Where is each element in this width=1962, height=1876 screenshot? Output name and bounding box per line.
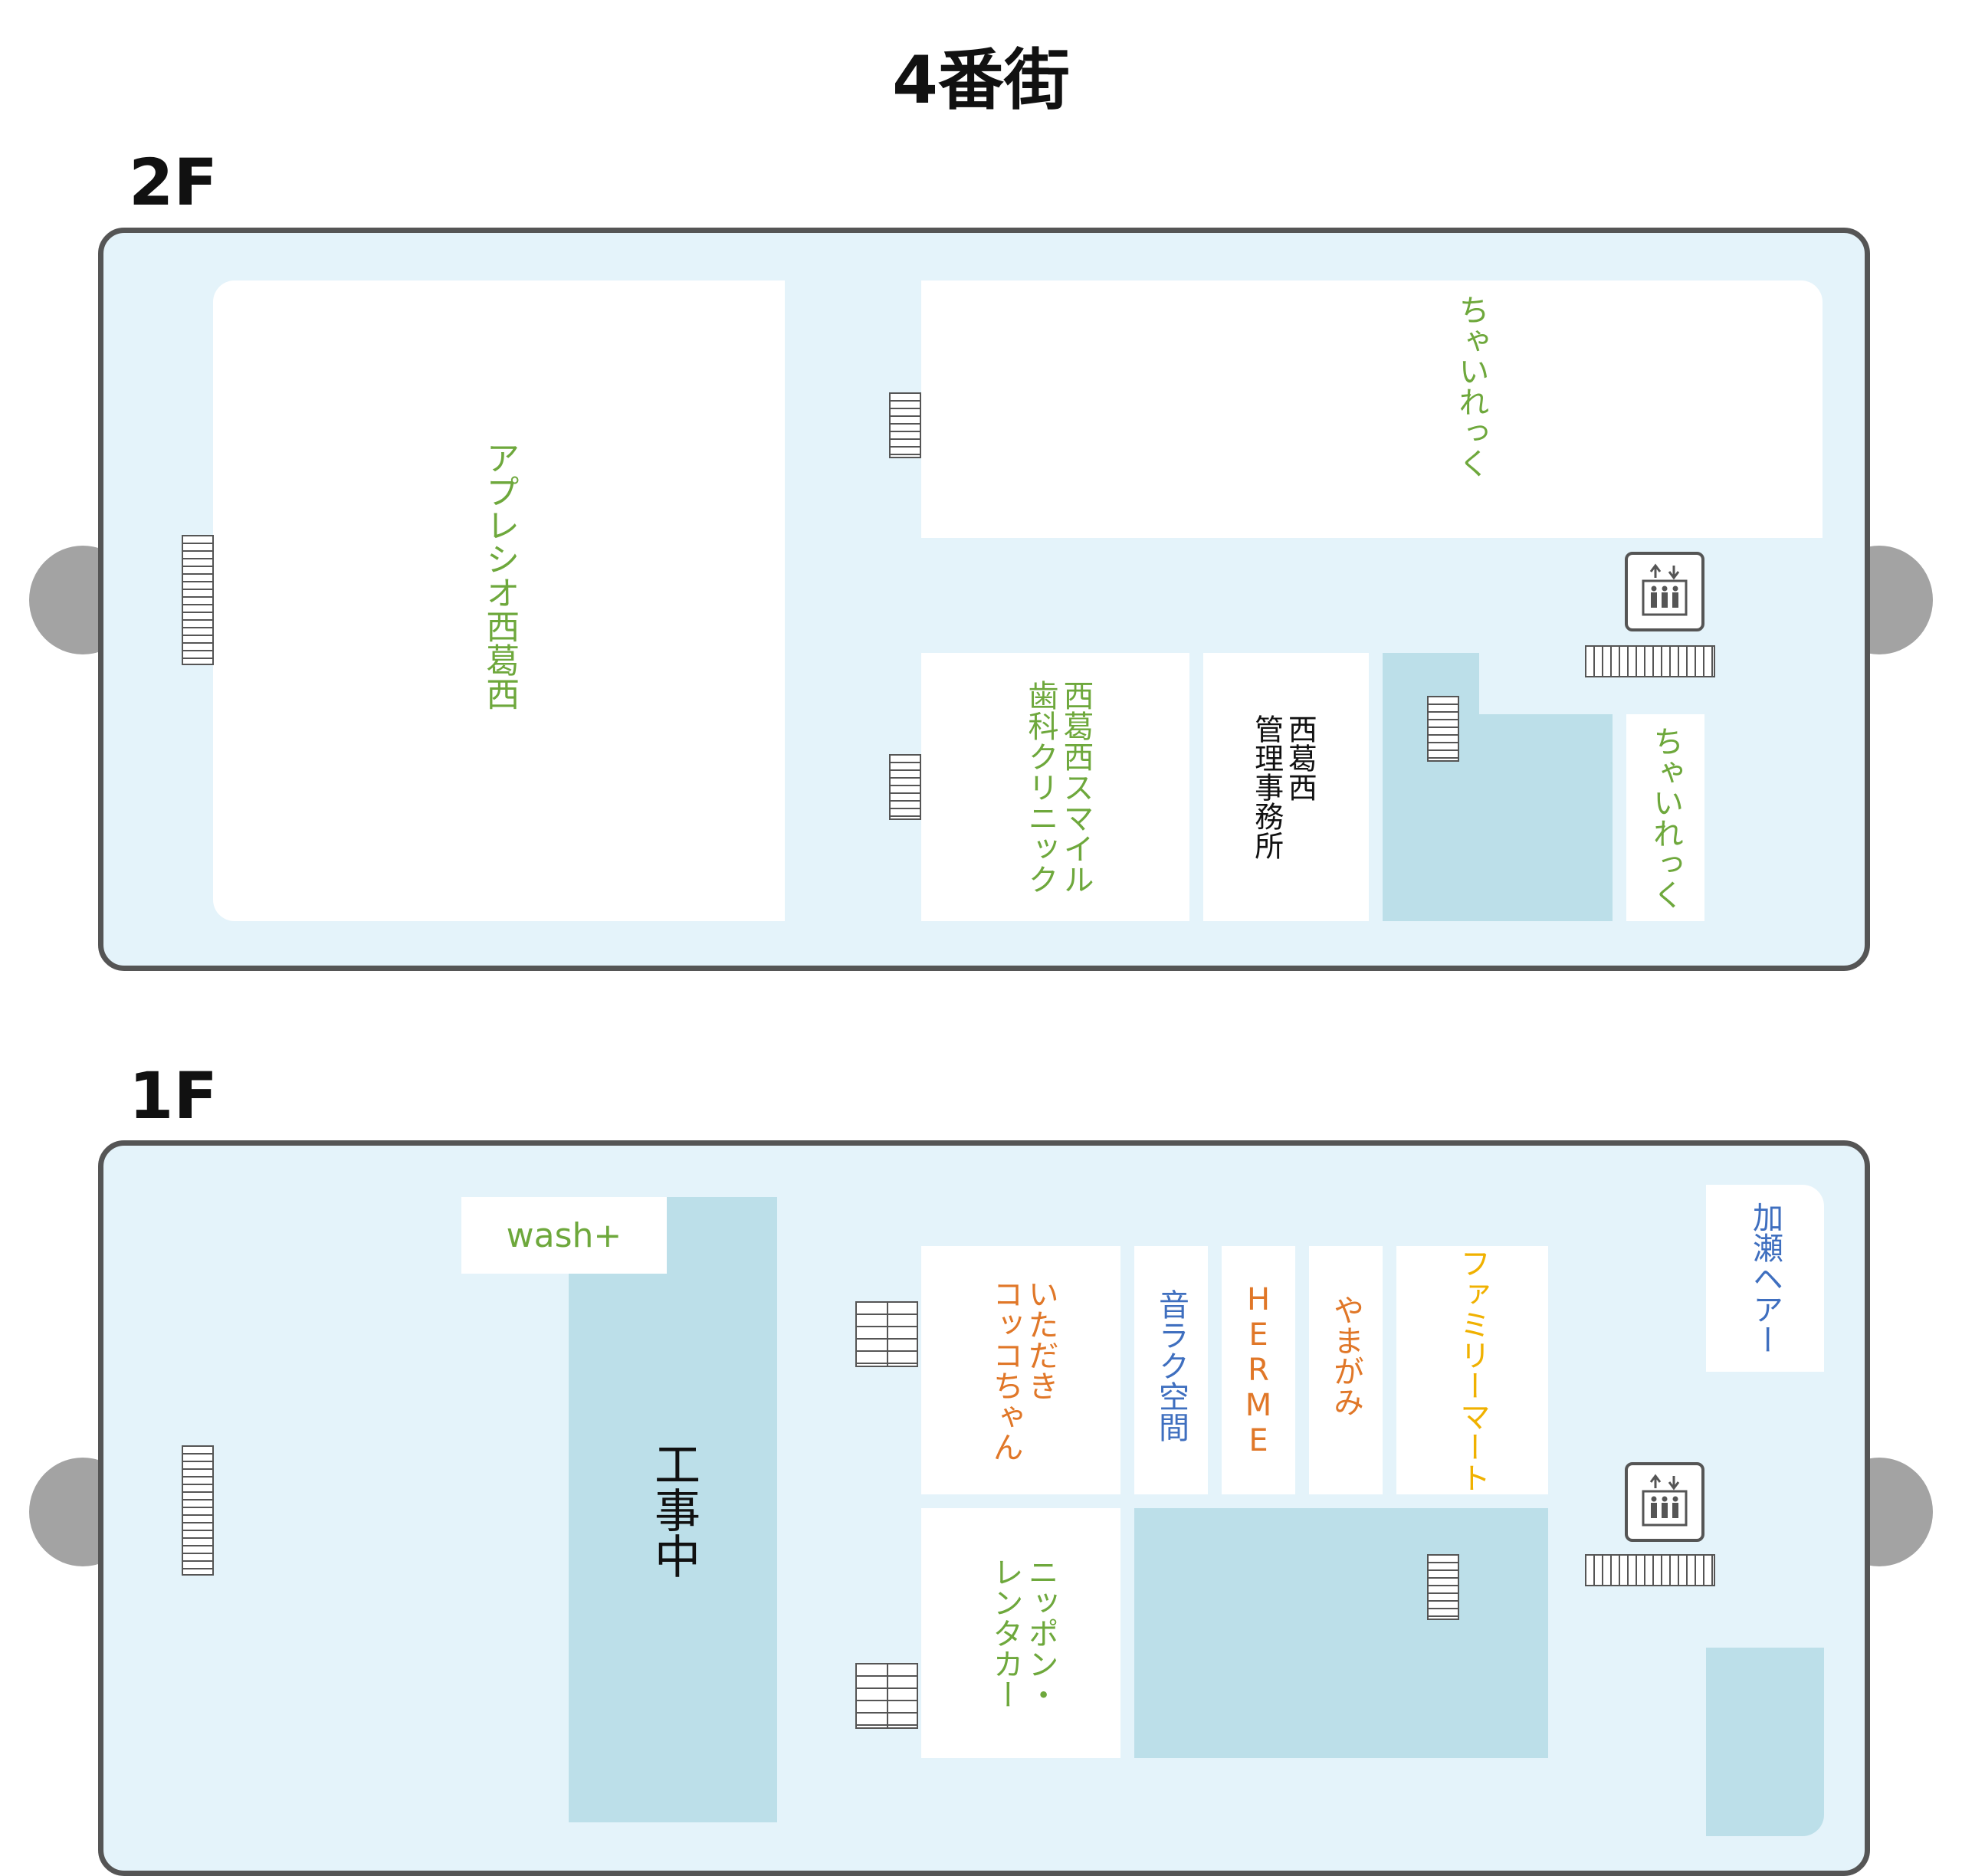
store-apreshio[interactable]: アプレシオ西葛西: [213, 280, 785, 921]
stairs-icon: [1585, 645, 1715, 677]
stairs-icon: [182, 535, 214, 665]
stairs-icon: [1427, 1554, 1459, 1620]
stairs-icon: [855, 1301, 918, 1367]
floor-label-1f: 1F: [129, 1058, 218, 1133]
void-1f-right: [1706, 1648, 1824, 1836]
store-chaireku-top[interactable]: ちゃいれっく: [921, 280, 1823, 538]
void-1f-center: [1134, 1508, 1548, 1758]
elevator-icon: [1625, 1462, 1704, 1542]
store-yamagami[interactable]: やまがみ: [1309, 1246, 1383, 1494]
stairs-icon: [182, 1445, 214, 1576]
store-label-onraku: 音ラク空間: [1153, 1288, 1189, 1442]
store-label-familymart: ファミリーマート: [1455, 1248, 1490, 1493]
store-label-nippon-rentacar: ニッポン・レンタカー: [987, 1556, 1058, 1710]
stairs-icon: [1427, 696, 1459, 762]
stairs-icon: [1585, 1554, 1715, 1586]
store-label-herme: HERME: [1241, 1282, 1276, 1458]
stairs-icon: [889, 754, 921, 820]
elevator-icon: [1625, 552, 1704, 631]
store-chaireku-small[interactable]: ちゃいれっく: [1626, 714, 1704, 921]
store-nippon-rentacar[interactable]: ニッポン・レンタカー: [921, 1508, 1120, 1758]
stairs-icon: [889, 392, 921, 458]
store-management-office[interactable]: 西葛西管理事務所: [1203, 653, 1369, 921]
store-label-management: 西葛西管理事務所: [1249, 714, 1317, 860]
store-label-yamagami: やまがみ: [1328, 1294, 1363, 1417]
store-label-apreshio: アプレシオ西葛西: [480, 440, 520, 710]
store-label-construction: 工事中: [646, 1441, 700, 1579]
store-label-chaireku-small: ちゃいれっく: [1648, 726, 1683, 910]
store-kase-hair[interactable]: 加瀬ヘアー: [1706, 1185, 1824, 1372]
page-title: 4番街: [892, 42, 1070, 119]
void-2f-b: [1478, 714, 1613, 921]
store-herme[interactable]: HERME: [1222, 1246, 1295, 1494]
store-familymart[interactable]: ファミリーマート: [1396, 1246, 1548, 1494]
store-label-kase-hair: 加瀬ヘアー: [1747, 1202, 1783, 1355]
store-smile-dental[interactable]: 西葛西スマイル歯科クリニック: [921, 653, 1189, 921]
store-label-itadaki: いただきコッコちゃん: [987, 1278, 1058, 1462]
floor-label-2f: 2F: [129, 145, 218, 220]
void-2f-a: [1383, 653, 1479, 921]
store-wash-plus[interactable]: wash+: [461, 1197, 667, 1274]
store-itadaki-kokko[interactable]: いただきコッコちゃん: [921, 1246, 1120, 1494]
store-construction[interactable]: 工事中: [569, 1197, 777, 1822]
stairs-icon: [855, 1663, 918, 1729]
store-label-wash-plus: wash+: [506, 1215, 622, 1255]
store-label-smile-dental: 西葛西スマイル歯科クリニック: [1022, 680, 1094, 894]
store-label-chaireku-top: ちゃいれっく: [1453, 294, 1489, 478]
store-onraku[interactable]: 音ラク空間: [1134, 1246, 1208, 1494]
